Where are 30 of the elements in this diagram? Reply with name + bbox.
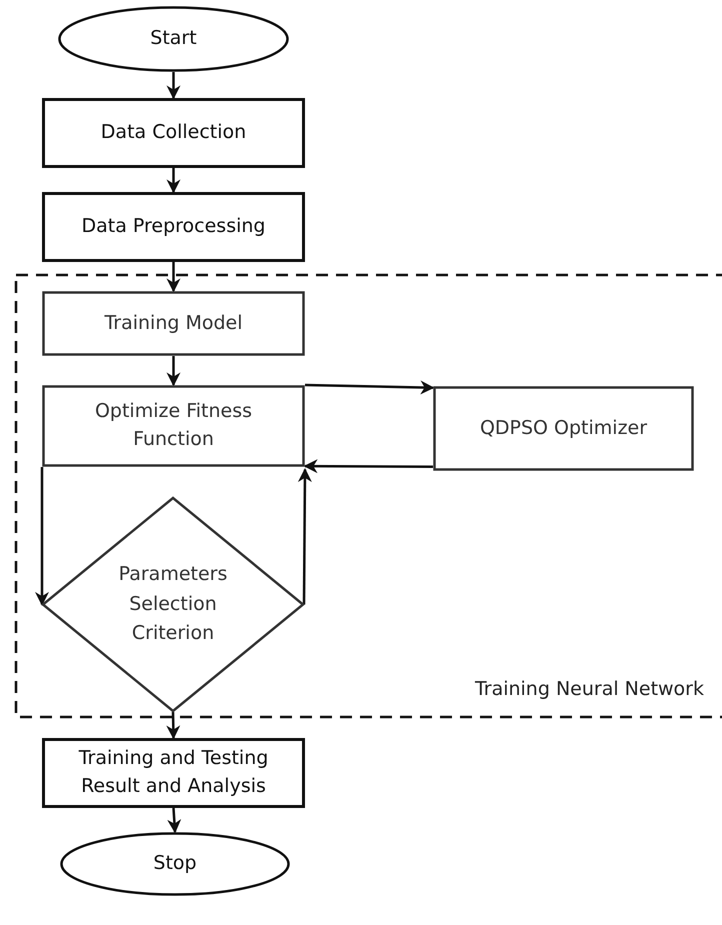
node-label: Data Collection <box>100 120 248 146</box>
arrow <box>166 168 180 194</box>
node-label: Start <box>150 26 197 52</box>
node-label: Stop <box>153 851 197 876</box>
node-label: Training Model <box>104 310 243 336</box>
node-label: Parameters Selection Criterion <box>118 562 228 646</box>
arrow <box>304 380 434 394</box>
terminal-ellipse <box>60 832 290 896</box>
decision-diamond <box>42 497 304 712</box>
process-box <box>433 386 694 471</box>
node-label: QDPSO Optimizer <box>480 416 648 441</box>
terminal-ellipse <box>58 6 289 72</box>
node-label: Optimize Fitness Function <box>94 399 254 452</box>
arrow <box>166 72 180 100</box>
arrow <box>166 712 180 740</box>
dashed-group-frame <box>15 274 722 718</box>
node-label: Training and Testing Result and Analysis <box>78 746 270 799</box>
process-box <box>42 738 305 808</box>
arrow <box>166 262 180 292</box>
arrow <box>298 468 312 604</box>
arrow <box>35 467 49 606</box>
process-box <box>42 192 305 262</box>
process-box <box>42 98 305 168</box>
arrow <box>166 356 180 386</box>
process-box <box>42 291 305 356</box>
group-title: Training Neural Network <box>474 677 704 702</box>
node-label: Data Preprocessing <box>80 214 266 240</box>
arrow <box>304 459 433 474</box>
arrow <box>167 808 182 834</box>
process-box <box>42 385 305 467</box>
